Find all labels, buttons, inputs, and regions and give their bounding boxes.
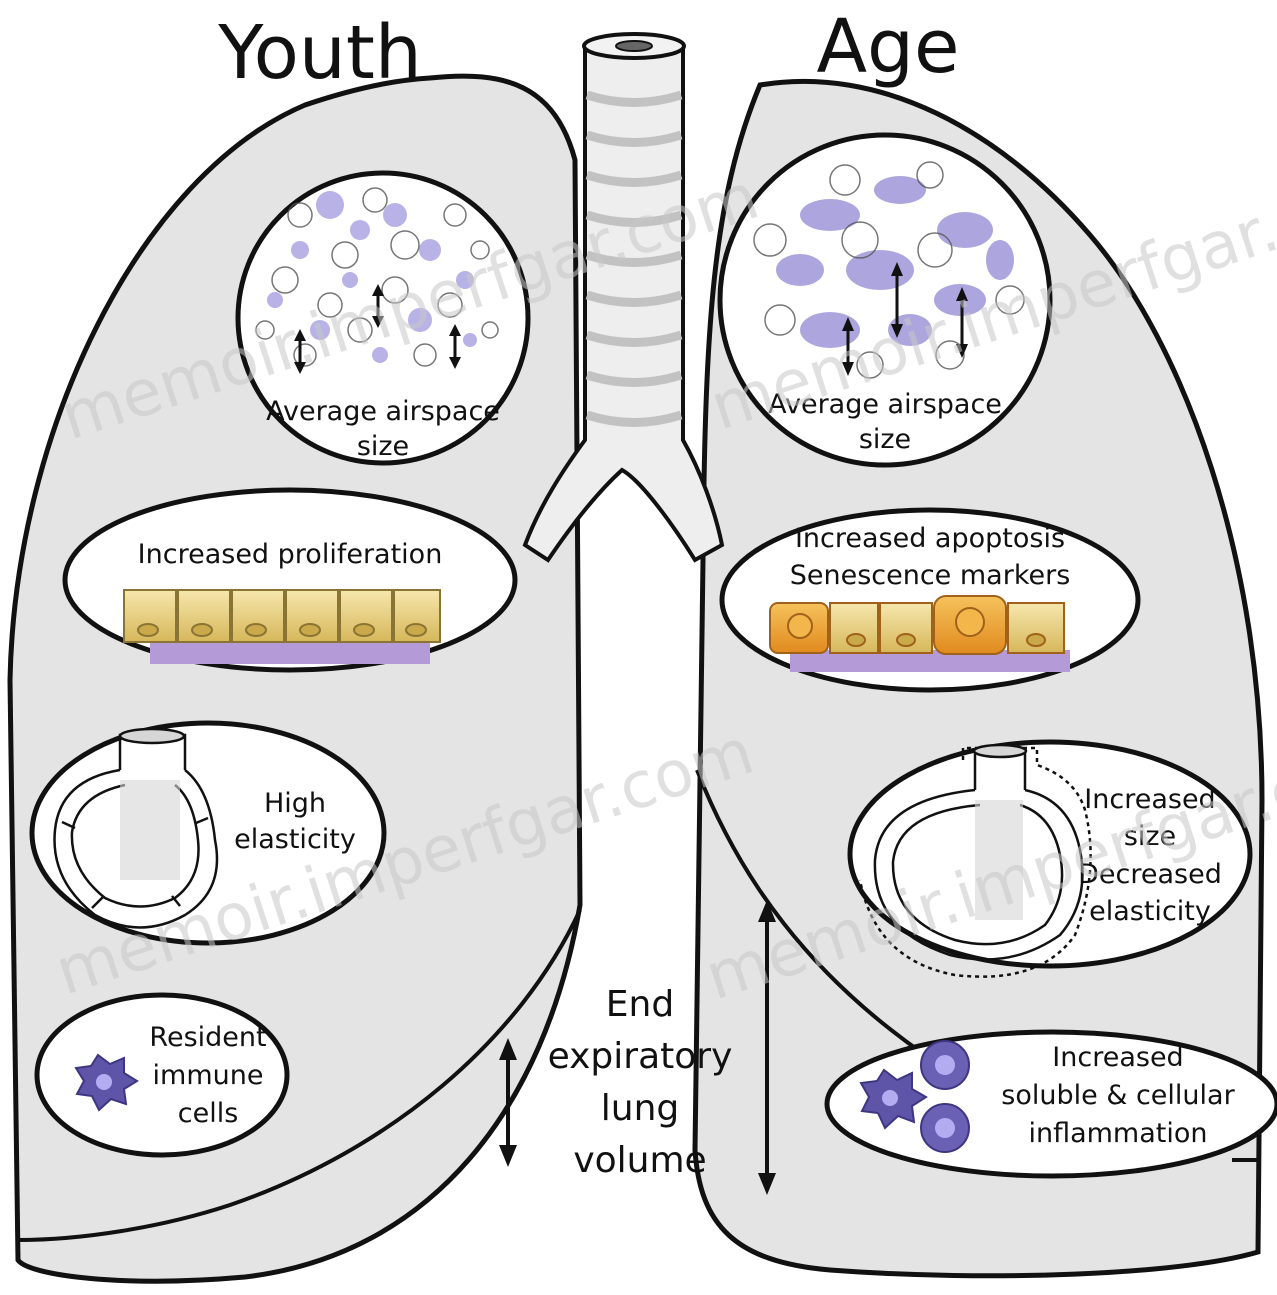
volume-label-2: expiratory [548, 1036, 733, 1077]
youth-immune-label-2: immune [153, 1060, 264, 1091]
youth-immune-label-3: cells [178, 1098, 239, 1129]
age-inflammation-panel: Increased soluble & cellular inflammatio… [827, 1032, 1277, 1176]
youth-immune-label-1: Resident [149, 1022, 266, 1053]
youth-proliferation-label: Increased proliferation [138, 539, 443, 570]
age-apoptosis-label-1: Increased apoptosis [795, 523, 1065, 554]
youth-immune-panel: Resident immune cells [37, 995, 287, 1155]
age-inflammation-label-3: inflammation [1028, 1118, 1207, 1149]
volume-label-1: End [606, 984, 674, 1025]
basement-membrane-youth [150, 640, 430, 664]
youth-title: Youth [217, 10, 421, 96]
volume-label-4: volume [573, 1140, 706, 1181]
youth-airspace-label-2: size [357, 431, 409, 462]
youth-proliferation-panel: Increased proliferation [65, 490, 515, 670]
age-title: Age [816, 4, 959, 90]
volume-label-3: lung [601, 1088, 680, 1129]
age-apoptosis-panel: Increased apoptosis Senescence markers [722, 510, 1138, 690]
age-inflammation-label-1: Increased [1052, 1042, 1183, 1073]
age-apoptosis-label-2: Senescence markers [790, 560, 1071, 591]
epithelial-cells-youth [124, 590, 440, 642]
age-elasticity-label-2: elasticity [1089, 896, 1211, 927]
age-inflammation-label-2: soluble & cellular [1001, 1080, 1235, 1111]
youth-airspace-label-1: Average airspace [266, 396, 500, 427]
age-airspace-label-2: size [859, 424, 911, 455]
epithelial-cells-age [770, 596, 1064, 654]
youth-elasticity-label-1: High [264, 788, 326, 819]
